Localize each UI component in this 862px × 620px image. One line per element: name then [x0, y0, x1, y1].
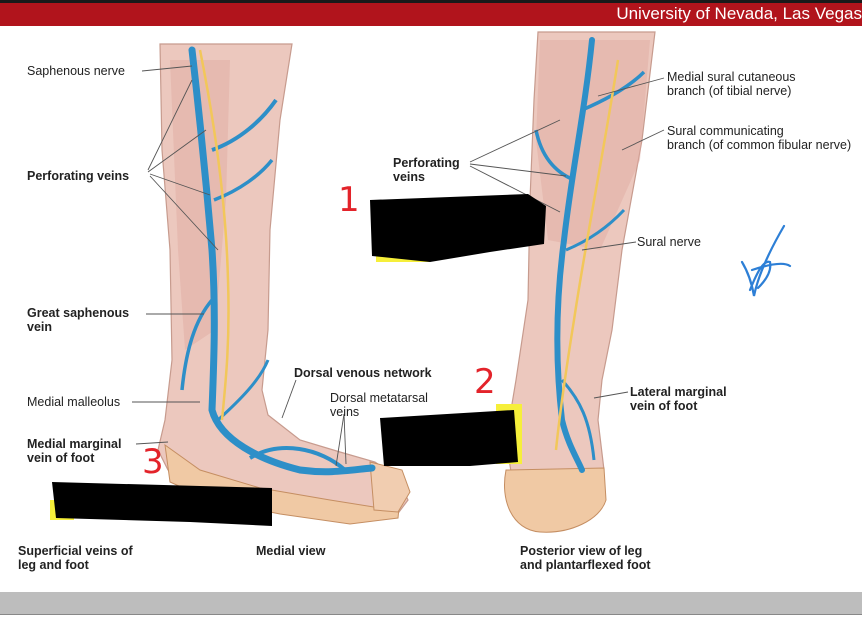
label-medial-sural-line2: branch (of tibial nerve): [667, 84, 792, 98]
leader-lines: [132, 65, 665, 467]
handwritten-mark-1: 1: [338, 180, 360, 220]
label-perforating-veins-right: Perforating: [393, 156, 460, 170]
left-leg-skin: [157, 43, 409, 517]
right-calf-shading: [536, 40, 650, 250]
handwritten-mark-3: 3: [142, 442, 164, 482]
header-rule: [0, 0, 862, 3]
sural-nerve: [554, 59, 620, 451]
label-saphenous-nerve: Saphenous nerve: [27, 64, 125, 78]
right-leg-illustration: [504, 31, 656, 533]
label-sural-nerve: Sural nerve: [637, 235, 701, 249]
redaction-2: [380, 404, 522, 466]
header-bar: University of Nevada, Las Vegas: [0, 0, 862, 26]
label-medial-marginal-line2: vein of foot: [27, 451, 95, 465]
label-great-saphenous-line2: vein: [27, 320, 53, 334]
caption-medial-view: Medial view: [256, 544, 326, 558]
great-saphenous-vein: [188, 46, 376, 476]
label-perforating-veins-left: Perforating veins: [27, 169, 130, 183]
label-dorsal-venous-network: Dorsal venous network: [294, 366, 432, 380]
right-vein-branch: [534, 129, 575, 182]
footer-rule: [0, 614, 862, 615]
left-vein-branch: [180, 298, 214, 391]
label-medial-marginal: Medial marginal: [27, 437, 122, 451]
left-vein-branch: [213, 158, 274, 202]
lateral-marginal-vein: [560, 378, 596, 461]
caption-posterior-line2: and plantarflexed foot: [520, 558, 651, 572]
small-saphenous-vein: [554, 37, 595, 473]
label-sural-communicating-line2: branch (of common fibular nerve): [667, 138, 852, 152]
handwritten-mark-2: 2: [474, 362, 496, 402]
caption-superficial: Superficial veins of: [18, 544, 133, 558]
left-leg-illustration: [157, 43, 411, 525]
redaction-1: [370, 194, 546, 262]
saphenous-nerve: [198, 49, 230, 421]
footer-bar: [0, 592, 862, 614]
left-vein-branch: [216, 359, 270, 422]
label-sural-communicating: Sural communicating: [667, 124, 784, 138]
label-medial-malleolus: Medial malleolus: [27, 395, 121, 409]
label-lateral-marginal: Lateral marginal: [630, 385, 727, 399]
label-medial-sural: Medial sural cutaneous: [667, 70, 796, 84]
right-vein-branch: [565, 208, 626, 252]
label-perforating-veins-right-line2: veins: [393, 170, 425, 184]
label-dorsal-metatarsal: Dorsal metatarsal: [330, 391, 428, 405]
caption-posterior: Posterior view of leg: [520, 544, 643, 558]
left-big-toe: [369, 461, 411, 513]
label-lateral-marginal-line2: vein of foot: [630, 399, 698, 413]
handwritten-check: [740, 224, 792, 297]
right-vein-branch: [581, 70, 646, 112]
left-vein-branch: [211, 98, 278, 152]
label-great-saphenous: Great saphenous: [27, 306, 130, 320]
redaction-3: [50, 482, 272, 526]
university-name: University of Nevada, Las Vegas: [616, 4, 862, 23]
caption-superficial-line2: leg and foot: [18, 558, 89, 572]
label-dorsal-metatarsal-line2: veins: [330, 405, 360, 419]
right-plantar-foot: [504, 467, 607, 533]
